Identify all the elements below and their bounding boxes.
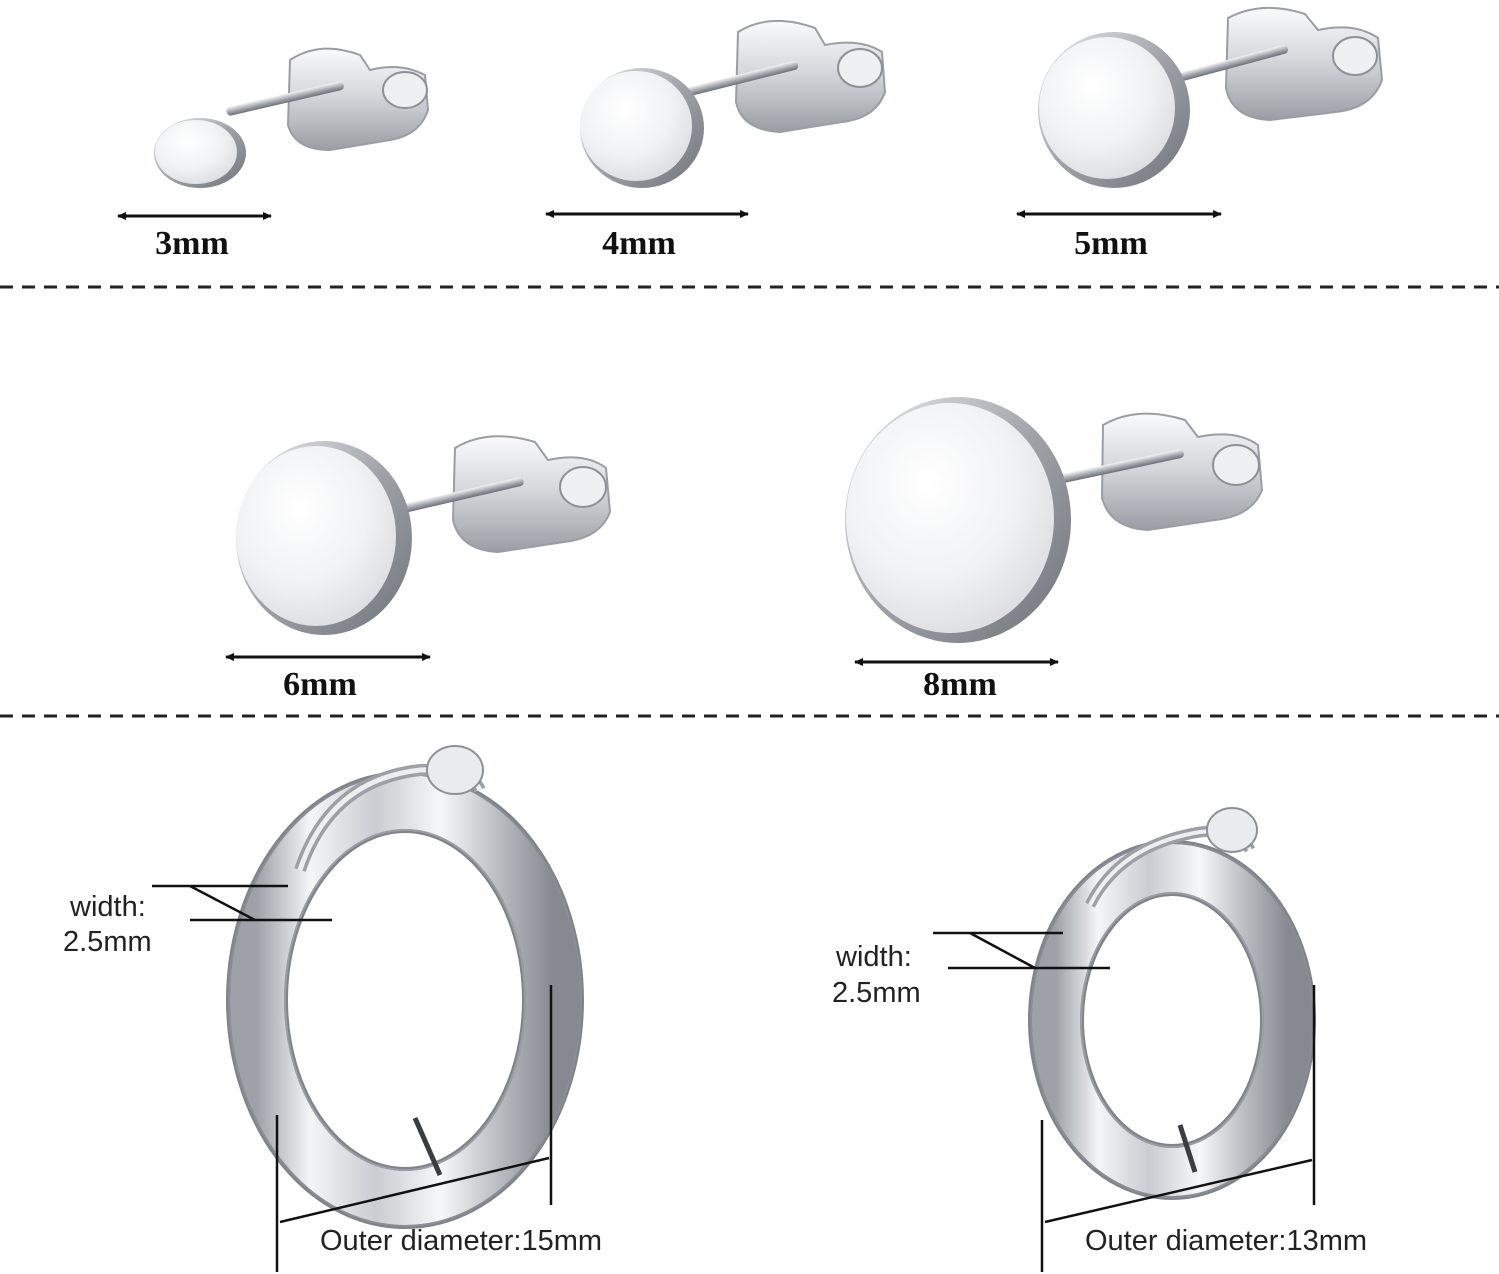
hoop-earring-15mm	[226, 745, 584, 1229]
earring-post	[661, 61, 799, 102]
earring-back	[451, 435, 612, 554]
diameter-indicator-13mm	[1040, 985, 1316, 1272]
earring-post	[396, 477, 524, 514]
size-label-6mm: 6mm	[283, 666, 357, 703]
size-label-5mm: 5mm	[1074, 225, 1148, 262]
size-label-4mm: 4mm	[602, 225, 676, 262]
earring-back	[1100, 412, 1264, 532]
hoop-earring-13mm	[1028, 807, 1316, 1200]
width-label-line1-15mm: width:	[69, 891, 146, 923]
width-indicator-15mm	[152, 884, 332, 922]
width-indicator-13mm	[933, 931, 1110, 970]
earring-post	[226, 81, 344, 116]
earring-post	[1152, 44, 1289, 89]
size-label-3mm: 3mm	[155, 225, 229, 262]
earring-back	[1224, 6, 1384, 122]
width-label-line2-13mm: 2.5mm	[832, 977, 921, 1009]
stud-earring-8mm	[845, 397, 1264, 643]
stud-earring-3mm	[154, 47, 430, 188]
width-label-line2-15mm: 2.5mm	[63, 926, 152, 958]
diameter-indicator-15mm	[275, 985, 553, 1272]
stud-earring-6mm	[236, 435, 612, 635]
diameter-label-15mm: Outer diameter:15mm	[320, 1225, 602, 1257]
stud-earring-4mm	[580, 19, 887, 188]
stud-earring-5mm	[1038, 6, 1384, 188]
width-label-line1-13mm: width:	[835, 941, 912, 973]
earring-post	[1046, 449, 1184, 486]
diameter-label-13mm: Outer diameter:13mm	[1085, 1225, 1367, 1257]
earring-back	[734, 19, 887, 134]
size-label-8mm: 8mm	[923, 666, 997, 703]
